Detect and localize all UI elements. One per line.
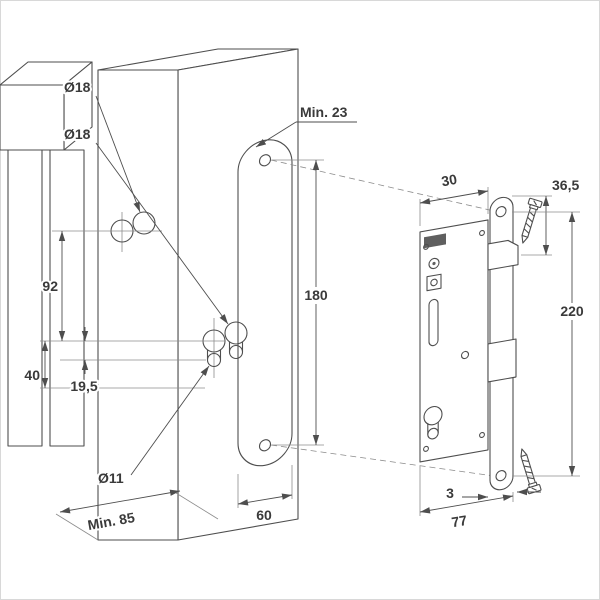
dim-dia18-top: Ø18 — [62, 77, 141, 213]
infill-board — [49, 149, 85, 447]
post-front-face — [97, 69, 179, 541]
mounting-plate — [237, 139, 293, 467]
latch-bolt — [487, 239, 519, 271]
dim-dia18-mid: Ø18 — [62, 124, 229, 325]
cylinder-tail-front — [206, 352, 222, 368]
case-fixing-hole — [428, 257, 440, 270]
dim-220: 220 — [512, 211, 589, 477]
plate-screw-hole-bottom — [258, 439, 272, 452]
dim-label-min-23: Min. 23 — [300, 104, 348, 120]
case-cylinder-hole — [423, 405, 443, 426]
dim-19-5: 19,5 — [60, 327, 206, 396]
fence-panel — [0, 61, 93, 447]
dim-label-40: 40 — [24, 367, 40, 383]
dim-label-dia18-top: Ø18 — [64, 79, 91, 95]
cylinder-tail-back — [228, 344, 244, 360]
faceplate-screw-hole-top — [495, 206, 507, 218]
dim-40: 40 — [22, 341, 205, 389]
rail-front-face — [0, 84, 65, 151]
dim-dia11: Ø11 — [96, 365, 210, 488]
cylinder-hole-back — [224, 321, 248, 345]
dim-label-3: 3 — [446, 485, 454, 501]
cylinder-hole — [202, 318, 248, 378]
infill-board — [7, 149, 43, 447]
lock-assembly — [419, 196, 519, 491]
dim-label-60: 60 — [256, 507, 272, 523]
plate-screw-hole-top — [258, 154, 272, 167]
handle-hole-back — [132, 211, 156, 235]
handle-follower — [426, 273, 442, 292]
dim-label-19-5: 19,5 — [70, 378, 97, 394]
dim-30: 30 — [419, 169, 489, 226]
dim-label-77: 77 — [450, 512, 468, 530]
dim-180: 180 — [272, 159, 331, 446]
dim-label-30: 30 — [440, 171, 458, 189]
lock-case — [419, 219, 489, 463]
dim-label-36-5: 36,5 — [552, 177, 579, 193]
faceplate-screw-hole-bottom — [495, 470, 507, 482]
dim-92: 92 — [40, 230, 225, 342]
dim-label-dia18-mid: Ø18 — [64, 126, 91, 142]
dim-label-92: 92 — [42, 278, 58, 294]
cover-plate — [237, 139, 293, 467]
dim-60: 60 — [237, 465, 293, 525]
dim-label-180: 180 — [304, 287, 328, 303]
dim-77: 77 — [419, 466, 514, 532]
adjustment-slot — [428, 298, 439, 347]
dim-min-23: Min. 23 — [255, 102, 357, 148]
brand-logo — [424, 233, 446, 249]
dim-36-5: 36,5 — [512, 175, 581, 256]
dead-bolt — [487, 338, 517, 383]
dim-label-220: 220 — [560, 303, 584, 319]
dim-label-dia11: Ø11 — [98, 470, 124, 486]
